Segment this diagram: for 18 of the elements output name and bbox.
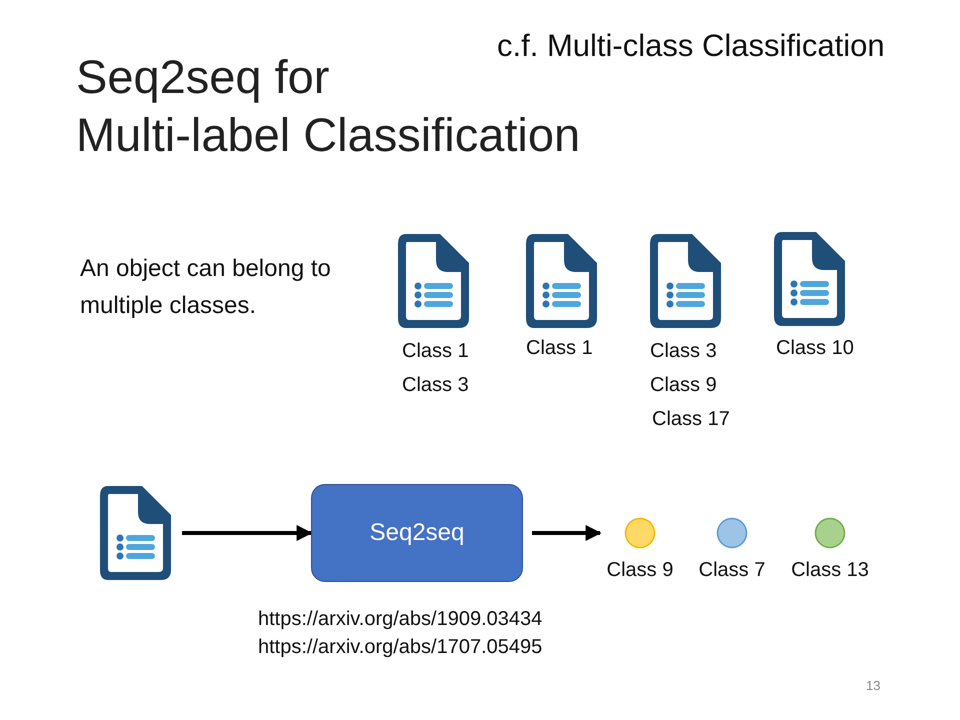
process-box: Seq2seq xyxy=(311,484,523,582)
class-label: Class 13 xyxy=(790,559,870,582)
reference-link: https://arxiv.org/abs/1909.03434 xyxy=(258,608,542,631)
arrow xyxy=(532,525,602,541)
reference-link: https://arxiv.org/abs/1707.05495 xyxy=(258,636,542,659)
class-label: Class 17 xyxy=(652,408,730,431)
arrow xyxy=(182,525,313,541)
page-number: 13 xyxy=(866,678,880,693)
class-label: Class 9 xyxy=(650,374,717,397)
class-label: Class 9 xyxy=(606,559,674,582)
class-label: Class 3 xyxy=(402,374,469,397)
class-label: Class 1 xyxy=(402,340,469,363)
class-label: Class 1 xyxy=(526,337,593,360)
class-label: Class 10 xyxy=(776,337,854,360)
description-text: An object can belong to multiple classes. xyxy=(80,254,332,321)
class-label: Class 3 xyxy=(650,340,717,363)
document-icon xyxy=(98,484,173,582)
class-label: Class 7 xyxy=(698,559,766,582)
